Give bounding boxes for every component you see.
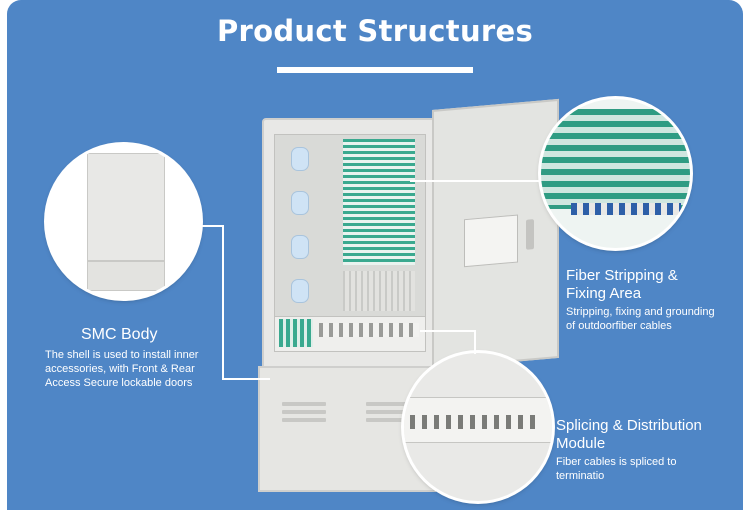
fiber-stripping-desc-1: Stripping, fixing and grounding <box>566 306 715 318</box>
splicing-detail-circle <box>404 353 552 501</box>
fiber-tray-closeup <box>541 109 690 209</box>
page-title: Product Structures <box>216 14 534 48</box>
fiber-stripping-desc-2: of outdoorfiber cables <box>566 320 672 332</box>
connector-line <box>200 225 223 227</box>
adapter-row <box>319 323 419 337</box>
smc-body-detail-circle <box>47 145 200 298</box>
splicing-title-2: Module <box>556 435 606 452</box>
connector-line <box>410 180 541 182</box>
smc-body-desc-2: accessories, with Front & Rear <box>45 363 195 375</box>
fiber-stripping-detail-circle <box>541 99 690 248</box>
vent-slot <box>282 410 326 414</box>
splicing-desc-2: terminatio <box>556 470 605 482</box>
smc-body-desc-1: The shell is used to install inner <box>45 349 199 361</box>
vent-slot <box>366 410 410 414</box>
splice-ports-closeup <box>410 415 540 429</box>
cable-fixing-knob <box>291 235 309 259</box>
splice-module-green <box>279 319 313 347</box>
vent-slot <box>366 402 410 406</box>
cable-guides <box>343 271 415 311</box>
mini-cabinet-door <box>87 153 165 261</box>
smc-body-title: SMC Body <box>81 326 158 343</box>
connector-line <box>474 330 476 354</box>
connector-line <box>420 330 475 332</box>
vent-slot <box>366 418 410 422</box>
cable-fixing-knob <box>291 191 309 215</box>
splice-tray-stack <box>343 139 415 265</box>
connector-line <box>222 378 270 380</box>
fiber-stripping-title-1: Fiber Stripping & <box>566 267 678 284</box>
splicing-desc-1: Fiber cables is spliced to <box>556 456 677 468</box>
distribution-module <box>274 316 426 352</box>
mini-cabinet-base <box>87 261 165 291</box>
smc-body-desc-3: Access Secure lockable doors <box>45 377 193 389</box>
door-label-pocket <box>464 214 518 268</box>
cabinet-interior <box>274 134 426 318</box>
cable-fixing-knob <box>291 279 309 303</box>
fiber-stripping-title-2: Fixing Area <box>566 285 642 302</box>
title-underline <box>277 67 473 73</box>
adapter-closeup <box>571 203 681 215</box>
connector-line <box>222 225 224 379</box>
vent-slot <box>282 402 326 406</box>
cable-fixing-knob <box>291 147 309 171</box>
cabinet-body <box>262 118 436 370</box>
door-handle <box>526 219 534 250</box>
cabinet-door-open <box>432 98 559 369</box>
vent-slot <box>282 418 326 422</box>
splicing-title-1: Splicing & Distribution <box>556 417 702 434</box>
